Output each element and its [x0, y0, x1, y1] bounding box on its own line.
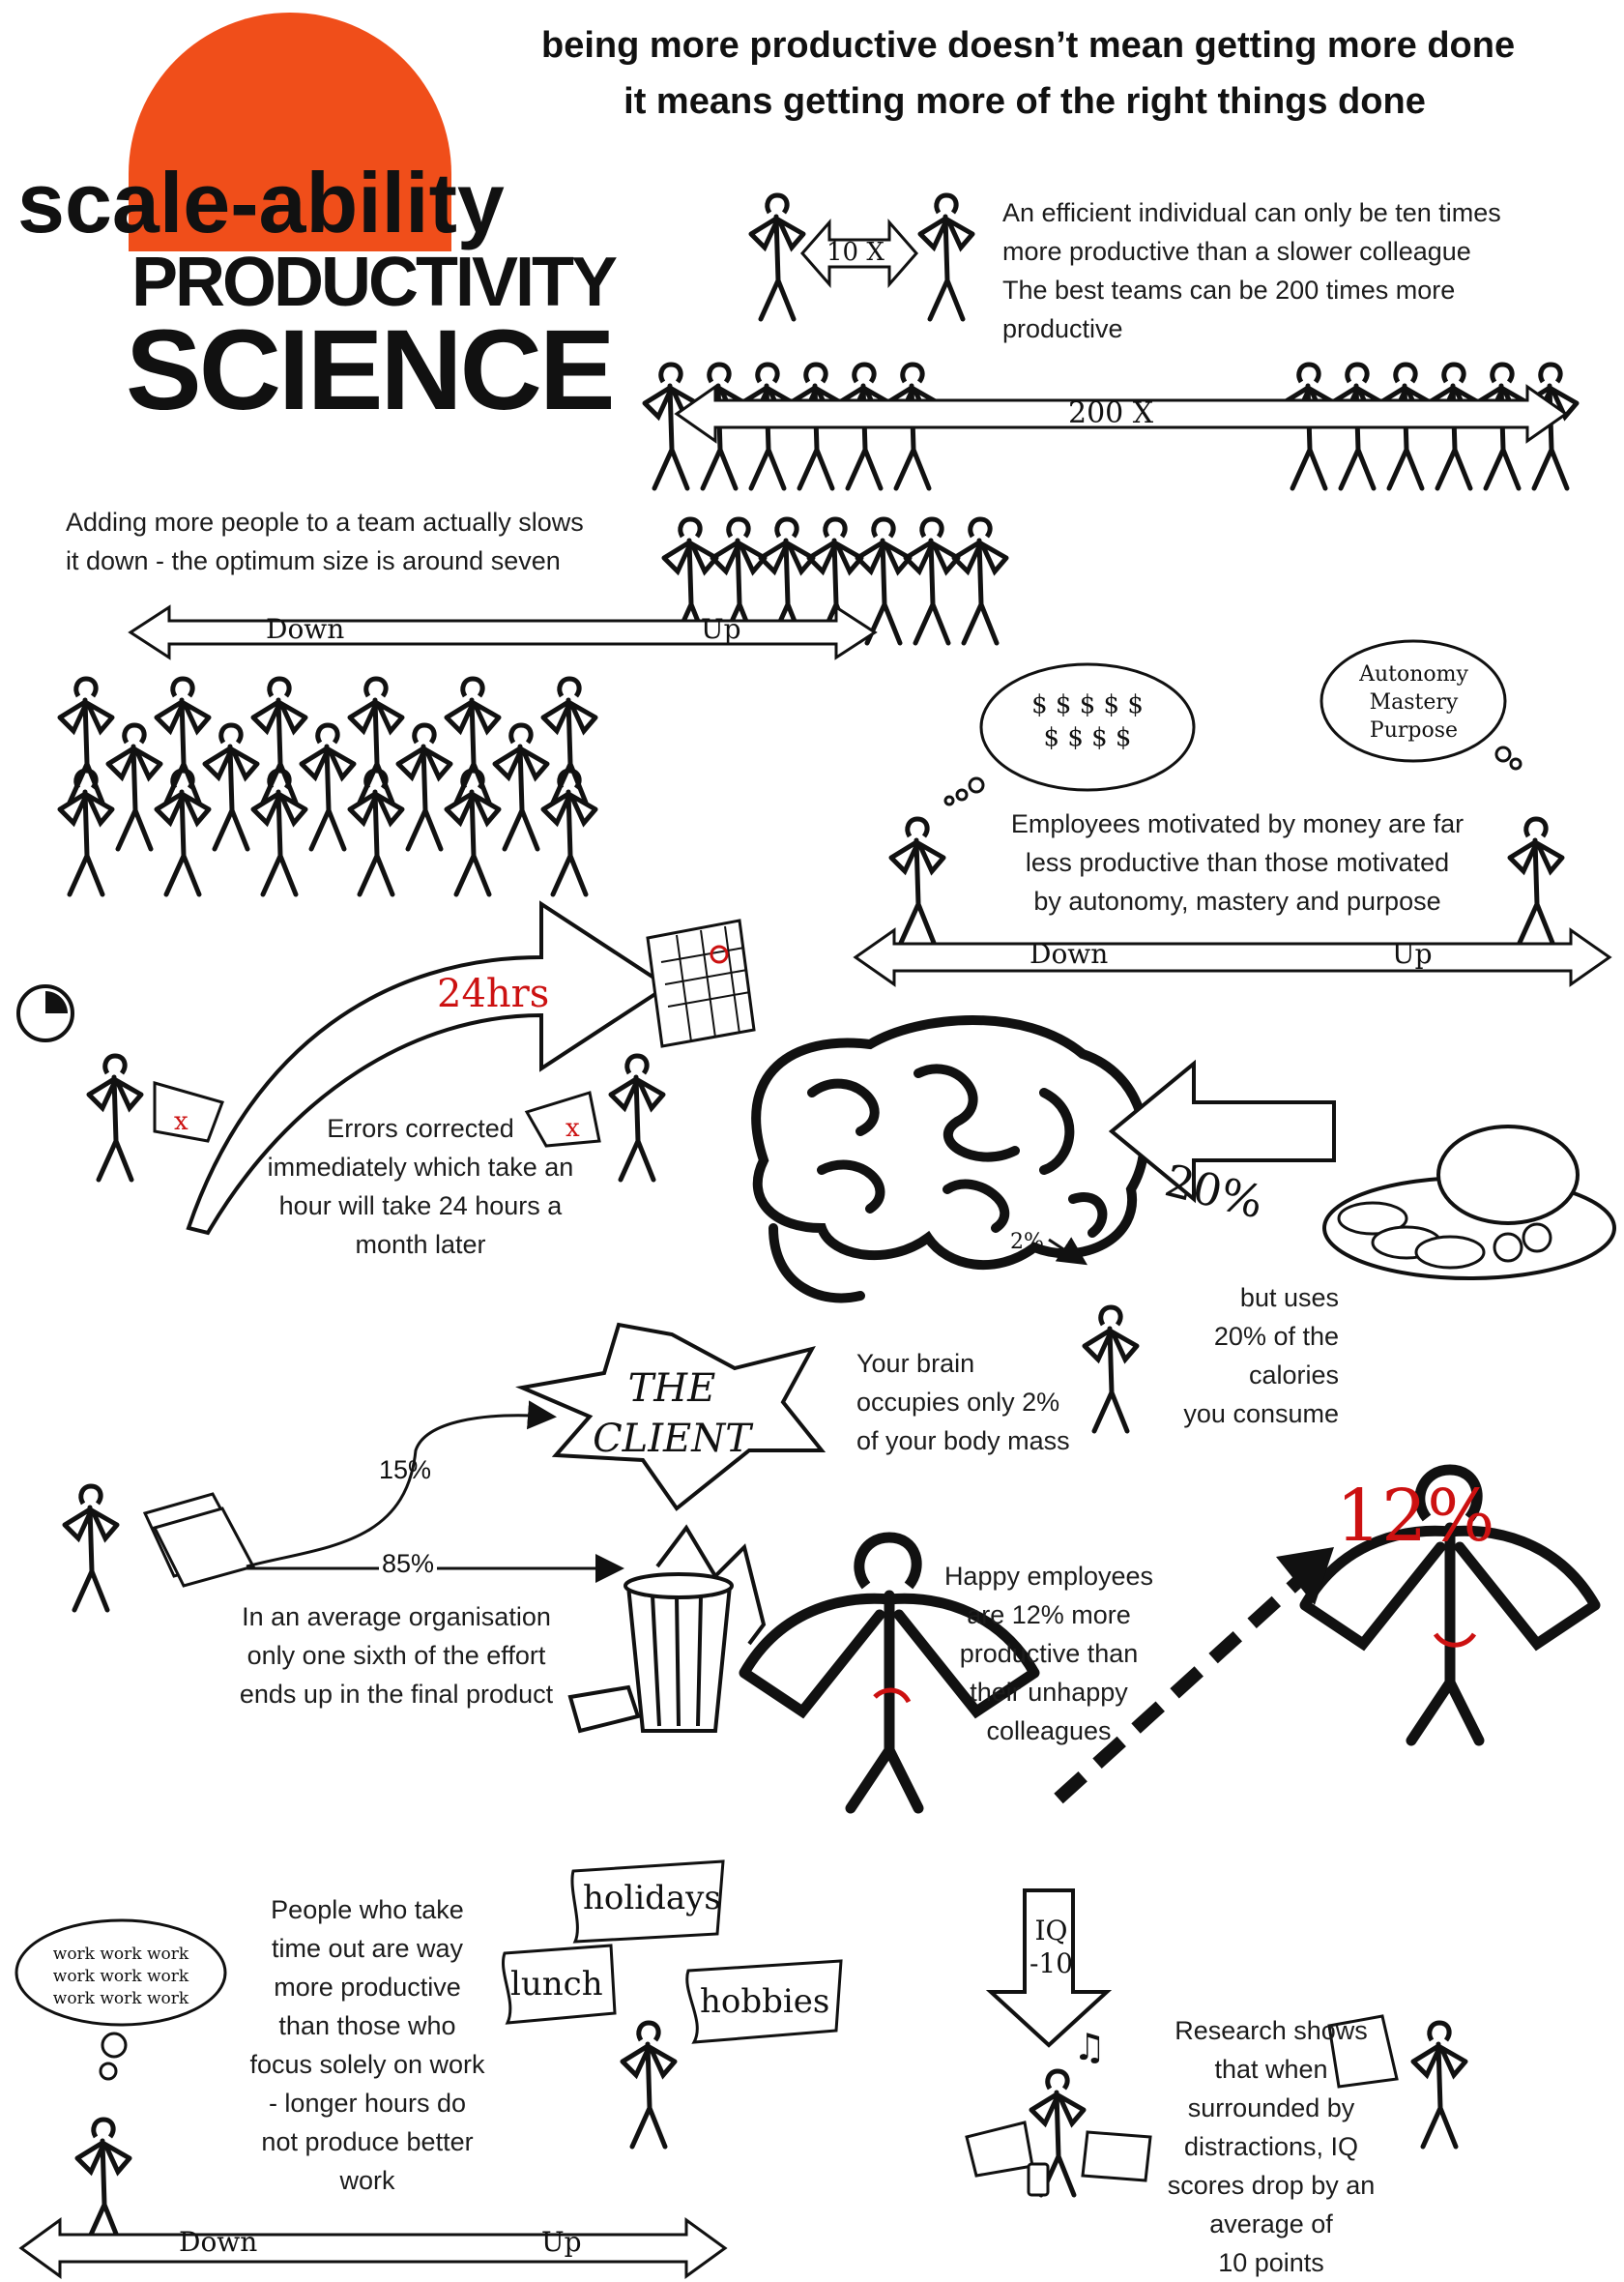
- lunch-label: lunch: [510, 1965, 603, 2004]
- headline-line-2: it means getting more of the right thing…: [624, 81, 1426, 122]
- twenty-four-hours-label: 24hrs: [437, 972, 550, 1016]
- distraction-papers-icon: [965, 2121, 1152, 2197]
- team-size-double-arrow: [128, 604, 878, 660]
- body-person-icon: [1085, 1307, 1137, 1431]
- client-label: THE CLIENT: [593, 1366, 751, 1461]
- holidays-label: holidays: [583, 1879, 721, 1917]
- time-out-down-label: Down: [179, 2226, 258, 2258]
- svg-text:x: x: [566, 1114, 580, 1143]
- brain-left-text: Your brain occupies only 2% of your body…: [856, 1349, 1070, 1455]
- time-out-double-arrow: [18, 2217, 728, 2279]
- waste-bin-icon: [567, 1524, 767, 1734]
- worker-with-papers-icon: [65, 1486, 117, 1610]
- to-client-percent-label: 15%: [379, 1455, 432, 1484]
- papers-stack-icon: [142, 1492, 256, 1588]
- motivation-down-label: Down: [1030, 938, 1109, 970]
- team-size-down-label: Down: [266, 613, 345, 645]
- overworked-person-icon: [77, 2120, 130, 2243]
- headline: being more productive doesn’t mean getti…: [541, 17, 1516, 130]
- logo-sun: [129, 13, 451, 251]
- effort-to-client-arrow: [246, 1400, 557, 1568]
- logo-product-line-2: SCIENCE: [126, 307, 616, 434]
- errors-text: Errors corrected immediately which take …: [267, 1114, 574, 1259]
- client-starburst: [515, 1322, 826, 1511]
- large-crowd-icon: [60, 679, 595, 894]
- lunch-banner: [502, 1944, 617, 2025]
- distractions-text: Research shows that when surrounded by d…: [1167, 2016, 1376, 2277]
- brain-right-text: but uses 20% of the calories you consume: [1183, 1283, 1339, 1428]
- logo-wordmark: scale-ability: [17, 155, 505, 250]
- headline-line-1: being more productive doesn’t mean getti…: [541, 25, 1516, 66]
- time-out-up-label: Up: [541, 2226, 582, 2258]
- happiness-text: Happy employees are 12% more productive …: [943, 1562, 1154, 1745]
- efficient-person-icon: [751, 195, 803, 319]
- to-bin-percent-label: 85%: [379, 1549, 438, 1579]
- individual-vs-team-text: An efficient individual can only be ten …: [1002, 198, 1501, 343]
- twelve-percent-label: 12%: [1336, 1475, 1495, 1558]
- hobbies-banner: [685, 1959, 843, 2044]
- two-percent-arrow: [1048, 1237, 1088, 1266]
- motivation-up-label: Up: [1392, 938, 1433, 970]
- logo: scale-ability PRODUCTIVITY SCIENCE: [17, 155, 655, 435]
- calendar-icon: [646, 919, 756, 1048]
- hobbies-label: hobbies: [700, 1982, 830, 2021]
- ten-x-label: 10 X: [826, 238, 884, 267]
- music-note-icon: ♫: [1073, 2026, 1107, 2068]
- purpose-motivated-person-icon: [1510, 819, 1562, 943]
- money-motivated-person-icon: [891, 819, 943, 943]
- holidays-banner: [570, 1859, 725, 1944]
- person-with-paper-icon: [89, 1056, 141, 1180]
- svg-text:x: x: [174, 1107, 188, 1136]
- time-out-text: People who take time out are way more pr…: [249, 1895, 485, 2195]
- person-month-later-icon: [611, 1056, 663, 1180]
- researcher-person-icon: [1413, 2023, 1465, 2147]
- team-size-text: Adding more people to a team actually sl…: [66, 508, 584, 575]
- motivation-text: Employees motivated by money are far les…: [1010, 809, 1464, 916]
- autonomy-bubble-text: Autonomy Mastery Purpose: [1359, 662, 1468, 743]
- work-thought-bubble: [14, 1918, 227, 2027]
- two-hundred-x-label: 200 X: [1068, 396, 1154, 430]
- happiness-dashed-arrow: [1054, 1561, 1320, 1804]
- brain-icon: [751, 1015, 1149, 1303]
- clock-icon: [16, 984, 74, 1042]
- team-size-up-label: Up: [701, 613, 741, 645]
- calories-arrow: [1108, 1059, 1336, 1204]
- two-hundred-x-double-arrow: [674, 384, 1569, 444]
- ten-x-double-arrow: [800, 219, 918, 288]
- work-bubble-text: work work work work work work work work …: [52, 1945, 189, 2008]
- iq-down-arrow: [985, 1888, 1113, 2048]
- motivation-double-arrow: [853, 927, 1612, 987]
- autonomy-thought-bubble: [1320, 639, 1507, 763]
- two-percent-label: 2%: [1010, 1230, 1044, 1254]
- money-bubble-text: $ $ $ $ $ $ $ $ $: [1031, 690, 1144, 752]
- balanced-person-icon: [623, 2023, 675, 2147]
- slower-colleague-icon: [920, 195, 972, 319]
- iq-arrow-label: IQ -10: [1029, 1915, 1074, 1979]
- logo-product-line-1: PRODUCTIVITY: [131, 244, 618, 321]
- food-plate-icon: [1322, 1125, 1616, 1280]
- client-text: In an average organisation only one sixt…: [239, 1602, 554, 1709]
- money-thought-bubble: [979, 662, 1196, 792]
